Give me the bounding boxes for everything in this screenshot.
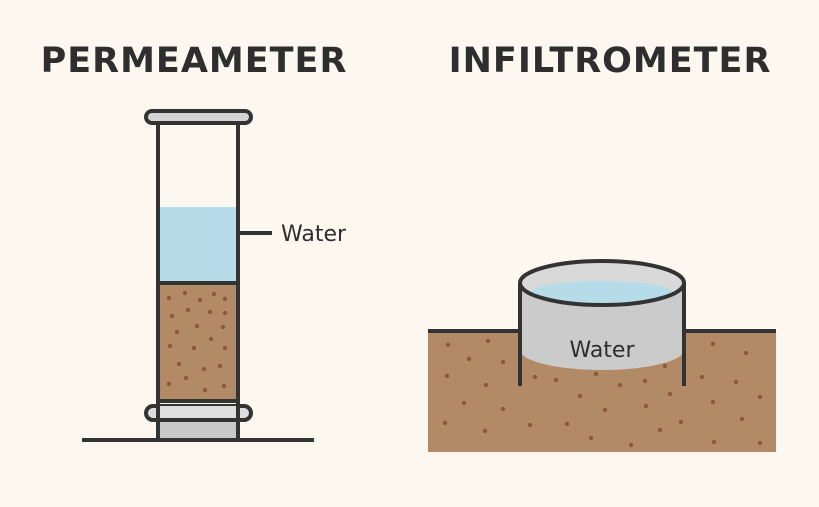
- soil-particle: [166, 381, 172, 387]
- soil-particle: [678, 419, 684, 425]
- soil-particle: [191, 345, 197, 351]
- soil-particle: [500, 359, 506, 365]
- soil-particle: [602, 407, 608, 413]
- soil-particle: [710, 341, 716, 347]
- permeameter-water: [158, 207, 238, 283]
- infiltrometer-title: INFILTROMETER: [449, 41, 772, 81]
- soil-particle: [183, 375, 189, 381]
- soil-particle: [197, 297, 203, 303]
- soil-particle: [174, 329, 180, 335]
- soil-particle: [699, 374, 705, 380]
- soil-particle: [208, 336, 214, 342]
- soil-particle: [553, 377, 559, 383]
- soil-particle: [667, 391, 673, 397]
- permeameter-soil: [158, 283, 238, 401]
- permeameter: Water: [82, 109, 347, 442]
- soil-particle: [211, 291, 217, 297]
- soil-particle: [222, 296, 228, 302]
- soil-particle: [167, 343, 173, 349]
- soil-particle: [643, 403, 649, 409]
- soil-particle: [642, 378, 648, 384]
- soil-particle: [757, 440, 763, 446]
- soil-particle: [500, 406, 506, 412]
- permeameter-base: [158, 420, 238, 440]
- soil-particle: [461, 400, 467, 406]
- soil-particle: [662, 363, 668, 369]
- soil-particle: [733, 379, 739, 385]
- soil-particle: [483, 382, 489, 388]
- soil-particle: [445, 342, 451, 348]
- soil-particle: [710, 399, 716, 405]
- permeameter-top-cap: [144, 109, 253, 125]
- soil-particle: [657, 427, 663, 433]
- infiltrometer-ring-body: [520, 283, 684, 370]
- soil-particle: [182, 290, 188, 296]
- soil-particle: [221, 383, 227, 389]
- soil-particle: [739, 416, 745, 422]
- soil-particle: [222, 310, 228, 316]
- soil-particle: [711, 439, 717, 445]
- soil-particle: [485, 338, 491, 344]
- soil-particle: [222, 345, 228, 351]
- soil-particle: [527, 422, 533, 428]
- soil-particle: [444, 373, 450, 379]
- soil-particle: [466, 356, 472, 362]
- permeameter-title: PERMEAMETER: [41, 41, 348, 81]
- infiltrometer: Water: [428, 259, 776, 452]
- soil-particle: [743, 350, 749, 356]
- soil-particle: [185, 307, 191, 313]
- soil-particle: [628, 442, 634, 448]
- soil-particle: [176, 361, 182, 367]
- soil-particle: [169, 313, 175, 319]
- infiltrometer-soil-particles: [442, 338, 763, 448]
- soil-particle: [757, 394, 763, 400]
- soil-particle: [577, 393, 583, 399]
- soil-particle: [617, 382, 623, 388]
- soil-particle: [207, 309, 213, 315]
- soil-particle: [532, 374, 538, 380]
- soil-particle: [217, 363, 223, 369]
- permeameter-soil-particles: [166, 290, 228, 393]
- soil-particle: [220, 324, 226, 330]
- soil-particle: [202, 387, 208, 393]
- soil-particle: [201, 366, 207, 372]
- permeameter-water-label: Water: [281, 222, 347, 247]
- soil-particle: [564, 421, 570, 427]
- soil-particle: [194, 323, 200, 329]
- soil-particle: [166, 295, 172, 301]
- soil-particle: [482, 428, 488, 434]
- infiltrometer-water-surface: [532, 281, 672, 303]
- infiltrometer-water-label: Water: [569, 338, 635, 363]
- soil-particle: [593, 371, 599, 377]
- soil-particle: [442, 420, 448, 426]
- soil-particle: [588, 435, 594, 441]
